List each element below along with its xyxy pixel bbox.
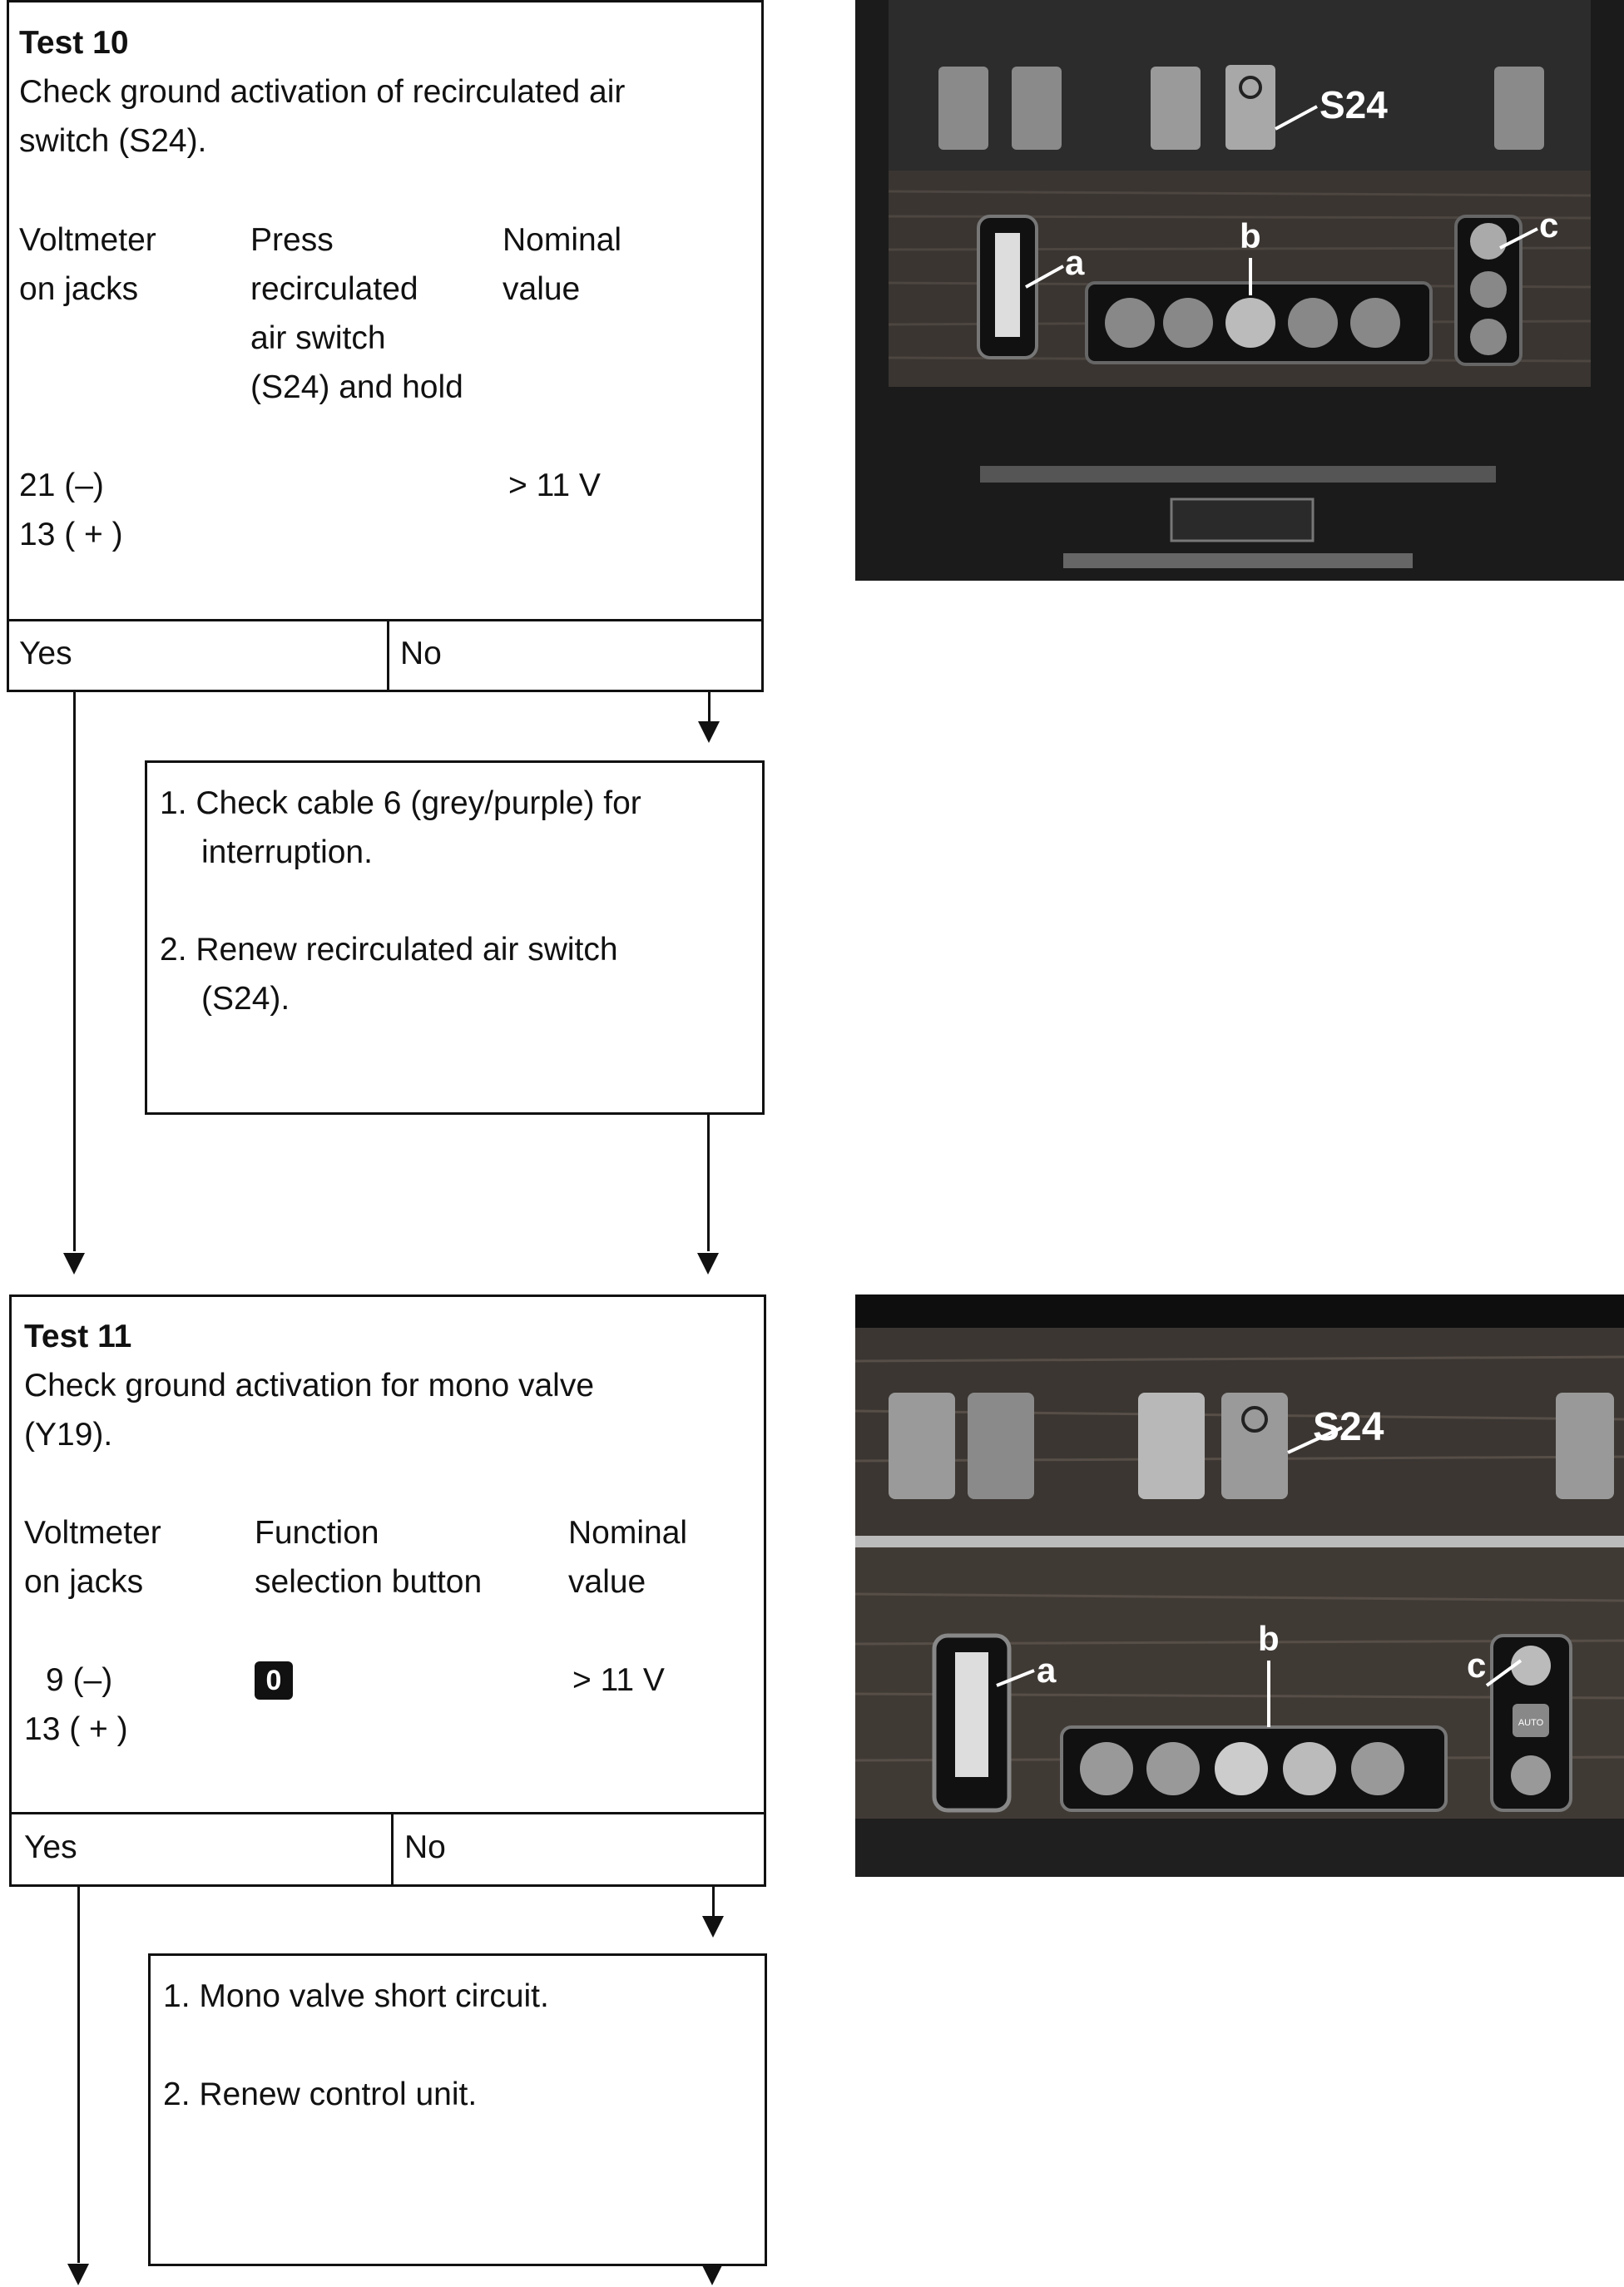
test11-no-arrowhead xyxy=(702,1916,724,1938)
photo2-label-c: c xyxy=(1467,1646,1486,1685)
test11-col2-line1: Function xyxy=(255,1515,379,1551)
photo2-label-b: b xyxy=(1258,1619,1280,1658)
action10-connector xyxy=(707,1115,710,1251)
test10-no-connector xyxy=(708,692,710,724)
yes-arrowhead-left-2 xyxy=(67,2264,89,2285)
test10-nominal-value: > 11 V xyxy=(508,468,601,503)
test10-no-cell xyxy=(387,619,764,692)
action10-arrowhead xyxy=(697,1253,719,1275)
yes-connector-left-2 xyxy=(77,1887,80,2263)
test11-description-line2: (Y19). xyxy=(24,1417,113,1453)
test11-col1-line2: on jacks xyxy=(24,1564,144,1600)
control-panel-photo-2: AUTO S24 a b c xyxy=(855,1294,1624,1877)
test11-no-cell xyxy=(391,1812,766,1887)
test10-description-line2: switch (S24). xyxy=(19,123,207,159)
test10-jack-neg: 21 (–) xyxy=(19,468,104,503)
test11-jack-neg: 9 (–) xyxy=(46,1662,113,1698)
test11-col3-line2: value xyxy=(568,1564,646,1600)
test11-col1-line1: Voltmeter xyxy=(24,1515,161,1551)
test10-col2-line1: Press xyxy=(250,222,334,258)
function-button-zero-icon: 0 xyxy=(255,1661,293,1700)
test11-nominal-value: > 11 V xyxy=(572,1662,665,1698)
test11-col3-line1: Nominal xyxy=(568,1515,688,1551)
test10-description-line1: Check ground activation of recirculated … xyxy=(19,74,626,110)
control-panel-photo-1: S24 a b c xyxy=(855,0,1624,581)
action10-item1-line1: 1. Check cable 6 (grey/purple) for xyxy=(160,785,641,821)
action10-box xyxy=(145,760,765,1115)
function-button-zero-symbol: 0 xyxy=(255,1661,293,1700)
test11-title: Test 11 xyxy=(24,1319,132,1354)
photo1-label-c: c xyxy=(1539,205,1558,245)
test11-box xyxy=(9,1294,766,1887)
test10-yes-cell xyxy=(7,619,389,692)
test11-col2-line2: selection button xyxy=(255,1564,483,1600)
test10-col1-line2: on jacks xyxy=(19,271,139,307)
test10-yes-label: Yes xyxy=(19,636,72,671)
test11-description-line1: Check ground activation for mono valve xyxy=(24,1368,595,1403)
test11-no-label: No xyxy=(404,1829,446,1865)
test10-no-arrowhead xyxy=(698,721,720,743)
action10-item1-line2: interruption. xyxy=(201,834,373,870)
yes-connector-left-1 xyxy=(73,692,76,1251)
action10-item2-line2: (S24). xyxy=(201,981,290,1017)
test10-col2-line2: recirculated xyxy=(250,271,418,307)
photo1-label-b: b xyxy=(1240,216,1261,255)
test10-col2-line4: (S24) and hold xyxy=(250,369,463,405)
photo1-label-a: a xyxy=(1065,243,1085,282)
test10-no-label: No xyxy=(400,636,442,671)
photo2-auto-label: AUTO xyxy=(1518,1718,1544,1728)
test11-jack-pos: 13 ( + ) xyxy=(24,1711,128,1747)
action11-box xyxy=(148,1953,767,2266)
action10-item2-line1: 2. Renew recirculated air switch xyxy=(160,932,618,968)
test10-title: Test 10 xyxy=(19,25,129,61)
test10-col1-line1: Voltmeter xyxy=(19,222,156,258)
photo2-label-a: a xyxy=(1037,1651,1057,1690)
test10-col3-line1: Nominal xyxy=(503,222,622,258)
photo1-label-s24: S24 xyxy=(1320,83,1388,126)
action11-item2: 2. Renew control unit. xyxy=(163,2077,478,2112)
action11-item1: 1. Mono valve short circuit. xyxy=(163,1978,549,2014)
test10-jack-pos: 13 ( + ) xyxy=(19,517,123,552)
test10-box xyxy=(7,0,764,692)
action11-arrowhead xyxy=(701,2264,723,2285)
yes-arrowhead-left-1 xyxy=(63,1253,85,1275)
test11-yes-label: Yes xyxy=(24,1829,77,1865)
test11-no-connector xyxy=(712,1887,715,1918)
test10-col2-line3: air switch xyxy=(250,320,386,356)
test10-col3-line2: value xyxy=(503,271,581,307)
test11-yes-cell xyxy=(9,1812,394,1887)
photo2-label-s24: S24 xyxy=(1313,1405,1384,1449)
